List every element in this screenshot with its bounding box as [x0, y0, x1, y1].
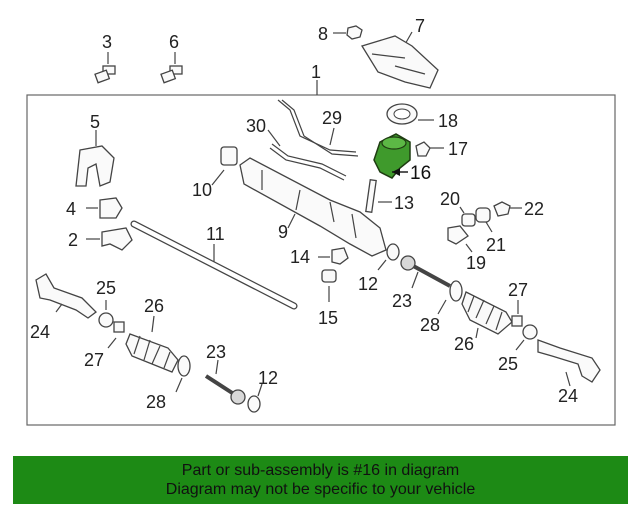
- part-9-gear-housing[interactable]: [239, 157, 387, 257]
- callout-26-left: 26: [144, 296, 164, 316]
- part-13-pin[interactable]: [365, 179, 392, 213]
- part-19-bracket[interactable]: [447, 225, 473, 253]
- part-18-seal[interactable]: [386, 103, 434, 125]
- callout-30: 30: [246, 116, 266, 136]
- callout-12-left: 12: [258, 368, 278, 388]
- part-11-rack-bar[interactable]: [130, 220, 298, 310]
- callout-5: 5: [90, 112, 100, 132]
- callout-25-right: 25: [498, 354, 518, 374]
- callout-24-right: 24: [558, 386, 578, 406]
- callout-21: 21: [486, 235, 506, 255]
- callout-25-left: 25: [96, 278, 116, 298]
- callout-22: 22: [524, 199, 544, 219]
- callout-10: 10: [192, 180, 212, 200]
- part-15-mount[interactable]: [321, 269, 337, 302]
- part-28-clamp-left[interactable]: [175, 355, 191, 393]
- part-22-cap[interactable]: [493, 201, 522, 217]
- part-28-clamp-right[interactable]: [437, 280, 463, 315]
- part-8-nut[interactable]: [333, 25, 363, 40]
- callout-28-right: 28: [420, 315, 440, 335]
- part-2-clamp[interactable]: [86, 227, 133, 251]
- part-27-clip-right[interactable]: [511, 300, 523, 327]
- banner-line-1: Part or sub-assembly is #16 in diagram: [181, 462, 460, 479]
- part-26-boot-left[interactable]: [125, 315, 179, 373]
- banner-line-2: Diagram may not be specific to your vehi…: [165, 481, 476, 498]
- callout-15: 15: [318, 308, 338, 328]
- callout-1: 1: [311, 62, 321, 82]
- callout-27-left: 27: [84, 350, 104, 370]
- callout-17: 17: [448, 139, 468, 159]
- part-5-bracket[interactable]: [75, 130, 115, 187]
- part-26-boot-right[interactable]: [461, 291, 513, 339]
- part-30-return-line[interactable]: [267, 129, 347, 181]
- callout-27-right: 27: [508, 280, 528, 300]
- assembly-frame: [26, 94, 616, 426]
- callout-20: 20: [440, 189, 460, 209]
- callout-26-right: 26: [454, 334, 474, 354]
- part-23-tie-rod-left[interactable]: [204, 359, 246, 405]
- callout-23-left: 23: [206, 342, 226, 362]
- callout-8: 8: [318, 24, 328, 44]
- callout-11: 11: [206, 224, 225, 244]
- part-7-heat-shield[interactable]: [361, 31, 439, 89]
- callout-16: 16: [410, 163, 431, 184]
- callout-3: 3: [102, 32, 112, 52]
- callout-4: 4: [66, 199, 76, 219]
- callout-24-left: 24: [30, 322, 50, 342]
- callout-23-center: 23: [392, 291, 412, 311]
- part-10-bushing[interactable]: [211, 146, 238, 186]
- part-25-nut-right[interactable]: [515, 324, 538, 351]
- callout-12-center: 12: [358, 274, 378, 294]
- part-16-valve-highlighted[interactable]: [373, 133, 411, 179]
- callout-6: 6: [169, 32, 179, 52]
- part-12-o-ring-center[interactable]: [377, 243, 400, 271]
- part-4-bushing[interactable]: [86, 197, 123, 219]
- callout-7: 7: [415, 16, 425, 36]
- callout-29: 29: [322, 108, 342, 128]
- callout-19: 19: [466, 253, 486, 273]
- callout-13: 13: [394, 193, 414, 213]
- callout-14: 14: [290, 247, 310, 267]
- part-21-bushing[interactable]: [475, 207, 493, 233]
- callout-2: 2: [68, 230, 78, 250]
- part-24-tie-rod-end-left[interactable]: [35, 273, 97, 319]
- part-27-clip-left[interactable]: [107, 321, 125, 349]
- part-14-bushing[interactable]: [318, 247, 349, 265]
- part-29-pressure-line[interactable]: [277, 99, 359, 157]
- part-20-bushing[interactable]: [459, 206, 476, 227]
- info-banner: Part or sub-assembly is #16 in diagram D…: [13, 456, 628, 504]
- callout-28-left: 28: [146, 392, 166, 412]
- part-24-tie-rod-end-right[interactable]: [537, 339, 601, 387]
- part-12-o-ring-left[interactable]: [247, 383, 263, 413]
- callout-18: 18: [438, 111, 458, 131]
- part-6-bolt[interactable]: [160, 52, 183, 84]
- part-17-cap[interactable]: [415, 141, 444, 157]
- part-25-nut-left[interactable]: [98, 300, 114, 328]
- part-3-bolt[interactable]: [94, 52, 116, 84]
- callout-9: 9: [278, 222, 288, 242]
- part-23-tie-rod-center[interactable]: [400, 255, 451, 289]
